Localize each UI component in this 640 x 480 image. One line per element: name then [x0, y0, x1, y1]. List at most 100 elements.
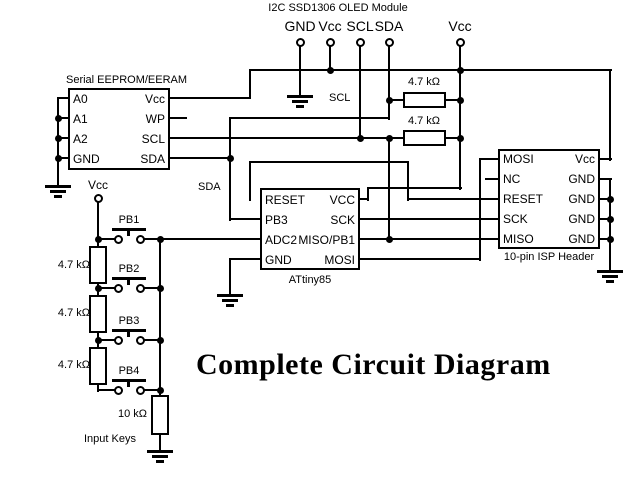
junction-dot: [385, 134, 393, 142]
pin-terminal: [93, 193, 103, 203]
junction-dot: [94, 284, 102, 292]
wire: [57, 97, 70, 99]
pin-label: A1: [73, 112, 88, 126]
wire: [97, 389, 116, 391]
key-resistor-1-label: 4.7 kΩ: [57, 259, 90, 271]
wire: [445, 137, 462, 139]
wire: [169, 97, 251, 99]
wire: [159, 238, 161, 397]
ground-bar: [152, 455, 168, 458]
junction-dot: [156, 235, 164, 243]
wire: [142, 238, 263, 240]
wire: [142, 287, 162, 289]
wire: [597, 198, 612, 200]
pin-label: Vcc: [574, 152, 595, 166]
attiny85-label: ATtiny85: [288, 274, 332, 286]
pushbutton-stem: [127, 332, 130, 337]
pin-label: A0: [73, 92, 88, 106]
wire: [97, 384, 99, 392]
pin-terminal: [355, 37, 365, 47]
pin-label: MOSI: [503, 152, 534, 166]
resistor: [403, 92, 446, 108]
pin-label: A2: [73, 132, 88, 146]
ground-bar: [45, 185, 71, 188]
wire: [159, 434, 161, 451]
pin-label: MOSI: [324, 253, 355, 267]
isp-header-label: 10-pin ISP Header: [503, 251, 595, 263]
wire: [407, 161, 409, 201]
pin-label: SCK: [330, 213, 355, 227]
pin-terminal: [113, 335, 123, 345]
wire: [367, 187, 369, 201]
input-keys-label: Input Keys: [84, 433, 136, 445]
wire: [142, 389, 162, 391]
wire: [597, 178, 612, 180]
wire: [357, 198, 369, 200]
wire: [609, 178, 611, 271]
pin-label: NC: [503, 172, 521, 186]
resistor: [89, 295, 107, 333]
wire: [97, 238, 99, 248]
oled-module-label: I2C SSD1306 OLED Module: [268, 2, 408, 14]
oled-pin-gnd-label: GND: [284, 18, 316, 34]
junction-dot: [356, 134, 364, 142]
button-pb3-label: PB3: [118, 315, 140, 327]
sda-pullup-label: 4.7 kΩ: [407, 76, 441, 88]
pushbutton-bar: [112, 228, 146, 231]
oled-pin-sda-label: SDA: [374, 18, 404, 34]
wire: [142, 339, 162, 341]
ground-symbol: [45, 185, 71, 198]
wire: [97, 339, 116, 341]
ground-bar: [147, 450, 173, 453]
junction-dot: [156, 386, 164, 394]
ground-symbol: [147, 450, 173, 463]
pin-terminal: [135, 385, 145, 395]
scl-pullup-label: 4.7 kΩ: [407, 115, 441, 127]
wire: [597, 218, 612, 220]
junction-dot: [606, 195, 614, 203]
ground-bar: [597, 270, 623, 273]
pin-terminal: [325, 37, 335, 47]
junction-dot: [156, 336, 164, 344]
pin-label: Vcc: [144, 92, 165, 106]
pushbutton-bar: [112, 329, 146, 332]
resistor: [403, 130, 446, 146]
pin-label: GND: [568, 172, 595, 186]
wire: [359, 45, 361, 140]
ground-bar: [602, 275, 618, 278]
pin-terminal: [113, 385, 123, 395]
wire: [407, 198, 501, 200]
pin-terminal: [295, 37, 305, 47]
wire: [169, 117, 187, 119]
pin-terminal: [135, 283, 145, 293]
wire: [357, 258, 481, 260]
wire: [169, 137, 404, 139]
wire: [357, 238, 501, 240]
wire: [597, 238, 612, 240]
pushbutton-bar: [112, 277, 146, 280]
resistor: [89, 347, 107, 385]
pin-label: GND: [568, 192, 595, 206]
junction-dot: [456, 134, 464, 142]
pin-terminal: [384, 37, 394, 47]
wire: [479, 158, 481, 261]
wire: [249, 161, 409, 163]
ground-bar: [54, 195, 62, 198]
wire: [229, 258, 231, 295]
key-resistor-3-label: 4.7 kΩ: [57, 359, 90, 371]
resistor: [89, 246, 107, 284]
pushbutton-bar: [112, 379, 146, 382]
pin-label: PB3: [265, 213, 288, 227]
button-pb2-label: PB2: [118, 263, 140, 275]
junction-dot: [606, 235, 614, 243]
pin-label: GND: [73, 152, 100, 166]
pin-label: VCC: [329, 193, 355, 207]
button-pb1-label: PB1: [118, 214, 140, 226]
